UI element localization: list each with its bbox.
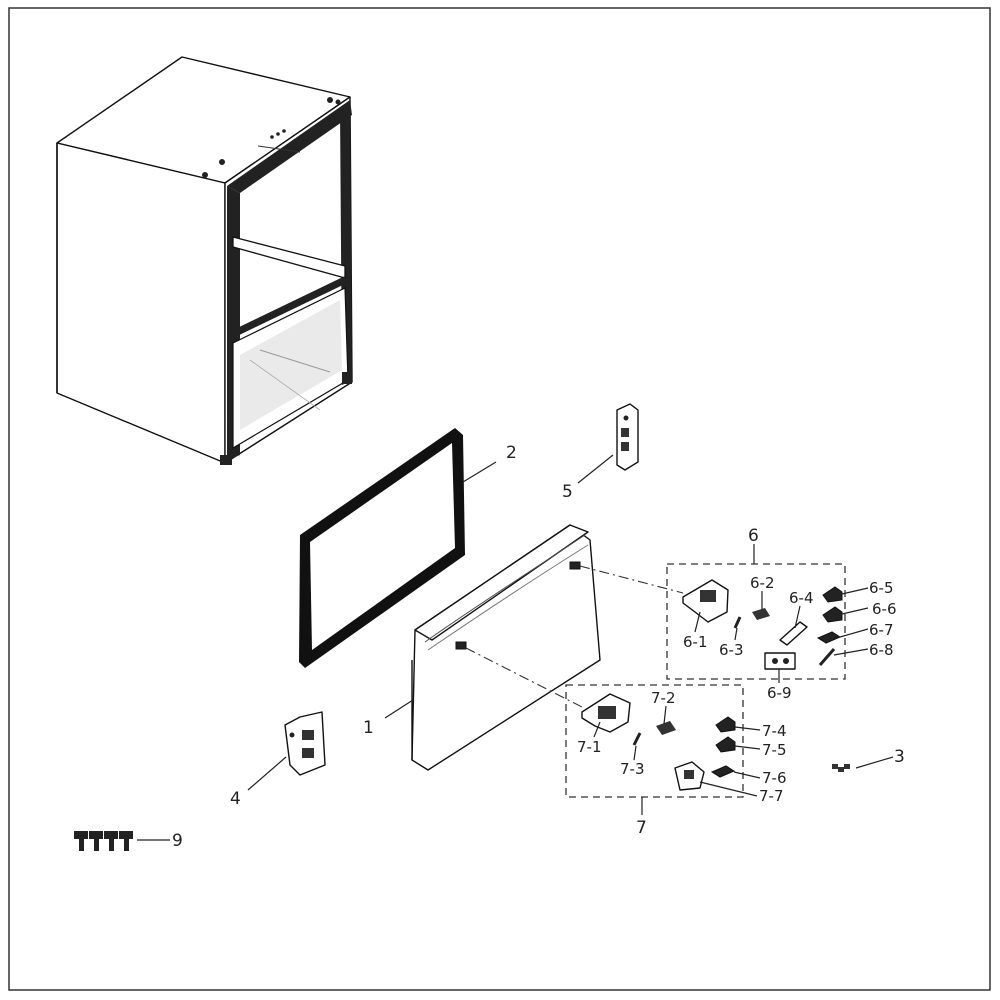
part-6-4	[779, 621, 808, 646]
door-gasket	[299, 428, 465, 668]
part-6-2	[752, 608, 770, 620]
label-4: 4	[230, 789, 241, 809]
label-6-8: 6-8	[869, 641, 894, 659]
diagram-border	[8, 7, 991, 991]
label-6: 6	[748, 526, 759, 546]
part-6-7	[816, 631, 842, 644]
part-7-6	[710, 765, 736, 778]
label-7-1: 7-1	[577, 738, 602, 756]
part-6-9	[764, 652, 796, 670]
part-6-8	[818, 648, 836, 666]
part-7-4	[715, 716, 736, 733]
label-7-6: 7-6	[762, 769, 787, 787]
label-7: 7	[636, 818, 647, 838]
upper-hinge-bracket	[616, 403, 639, 471]
assembly-6-group	[666, 563, 846, 680]
label-6-5: 6-5	[869, 579, 894, 597]
label-5: 5	[562, 482, 573, 502]
label-6-4: 6-4	[789, 589, 814, 607]
label-6-9: 6-9	[767, 684, 792, 702]
freezer-door	[411, 524, 601, 771]
label-3: 3	[894, 747, 905, 767]
part-7-3	[632, 732, 642, 746]
label-7-2: 7-2	[651, 689, 676, 707]
label-6-6: 6-6	[872, 600, 897, 618]
label-9: 9	[172, 831, 183, 851]
part-6-3	[733, 616, 742, 629]
assembly-7-group	[565, 684, 744, 798]
label-6-3: 6-3	[719, 641, 744, 659]
label-2: 2	[506, 443, 517, 463]
screw-set	[74, 831, 133, 851]
label-7-7: 7-7	[759, 787, 784, 805]
leader-lines	[137, 454, 894, 841]
lower-hinge-bracket	[284, 711, 326, 776]
label-7-5: 7-5	[762, 741, 787, 759]
part-7-2	[656, 721, 676, 735]
part-7-7	[674, 761, 705, 791]
part-7-1-hinge	[581, 693, 631, 733]
label-6-2: 6-2	[750, 574, 775, 592]
part-6-5	[822, 586, 843, 603]
part-6-1-hinge	[682, 579, 729, 623]
label-7-4: 7-4	[762, 722, 787, 740]
spring-part	[832, 764, 850, 772]
part-6-6	[822, 606, 843, 623]
label-7-3: 7-3	[620, 760, 645, 778]
label-6-1: 6-1	[683, 633, 708, 651]
callout-labels: 1 2 3 4 5 6 6-1 6-2 6-3 6-4 6-5 6-6 6-7 …	[172, 443, 905, 851]
label-1: 1	[363, 718, 374, 738]
refrigerator-cabinet	[56, 56, 353, 465]
label-6-7: 6-7	[869, 621, 894, 639]
part-7-5	[715, 736, 736, 753]
